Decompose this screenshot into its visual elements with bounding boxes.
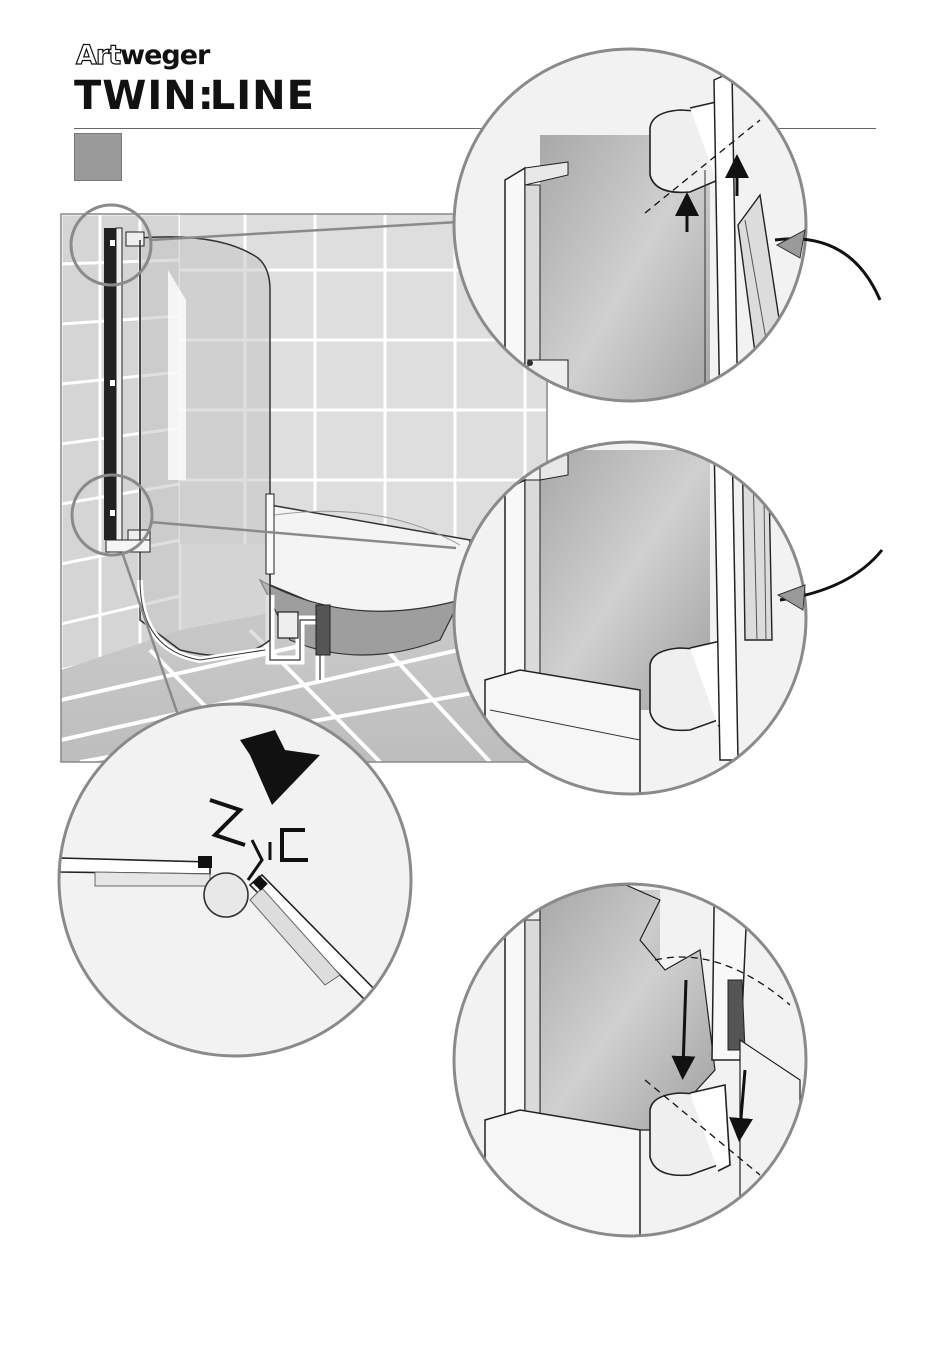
detail-bottom-hinge <box>454 430 882 800</box>
detail-snap-in <box>59 704 411 1056</box>
shower-glass-panel <box>140 237 270 660</box>
detail-slide-down <box>454 840 806 1240</box>
